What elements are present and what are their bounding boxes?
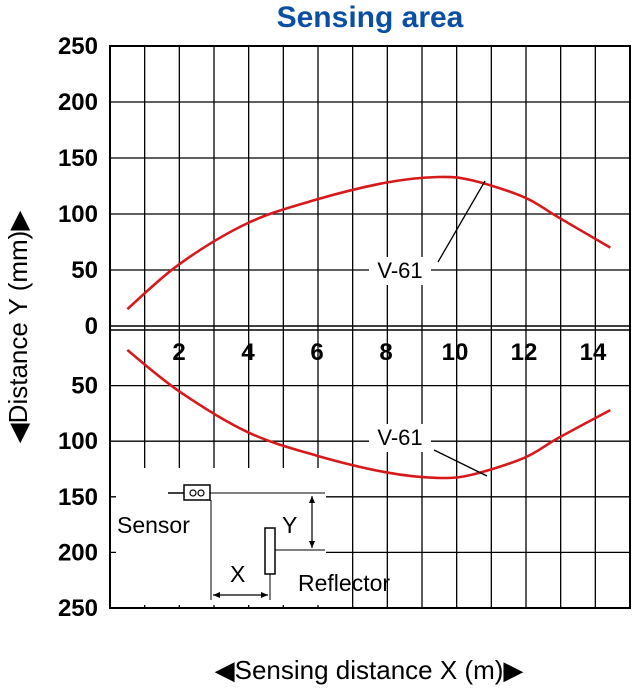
tick-label: 100 xyxy=(58,201,98,228)
y-axis-label: ◀Distance Y (mm)▶ xyxy=(3,211,33,444)
tick-label: 150 xyxy=(58,145,98,172)
tick-label: 150 xyxy=(58,484,98,511)
series-label-leader xyxy=(437,180,486,263)
sensor-label: Sensor xyxy=(117,512,190,538)
tick-label: 0 xyxy=(85,313,98,340)
x-axis-label: ◀Sensing distance X (m)▶ xyxy=(215,655,524,685)
series-line-lower xyxy=(126,348,611,480)
tick-label: 12 xyxy=(511,339,538,366)
y-dimension-label: Y xyxy=(282,512,297,538)
inset-background xyxy=(116,468,326,605)
tick-label: 250 xyxy=(58,595,98,622)
y-arrow-head-bottom xyxy=(309,541,315,548)
x-arrow-head-right xyxy=(261,592,268,598)
tick-label: 2 xyxy=(172,339,185,366)
x-arrow-head-left xyxy=(213,592,220,598)
sensor-icon xyxy=(183,484,211,501)
tick-label: 50 xyxy=(71,373,98,400)
tick-label: 50 xyxy=(71,257,98,284)
series-label: V-61 xyxy=(377,258,422,283)
tick-label: 14 xyxy=(580,339,607,366)
chart-title: Sensing area xyxy=(277,1,464,34)
series-label-leader xyxy=(433,449,488,477)
sensor-lens-icon xyxy=(197,489,205,497)
tick-label: 4 xyxy=(241,339,255,366)
tick-label: 250 xyxy=(58,33,98,60)
series-lines: V-61V-61 xyxy=(126,175,611,480)
series-label-background xyxy=(369,257,431,285)
inset-diagram: Sensor X Y Reflector xyxy=(116,468,390,605)
plot-frame xyxy=(109,45,631,609)
tick-label: 200 xyxy=(58,539,98,566)
series-label-background xyxy=(369,424,431,452)
tick-label: 6 xyxy=(310,339,323,366)
sensor-lens-icon xyxy=(189,489,197,497)
tick-label: 200 xyxy=(58,89,98,116)
y-arrow-head-top xyxy=(309,496,315,503)
reflector-label: Reflector xyxy=(298,570,390,596)
series-line-upper xyxy=(126,175,611,311)
y-tick-labels: 250 200 150 100 50 0 50 100 150 200 250 xyxy=(58,33,98,622)
tick-label: 8 xyxy=(379,339,392,366)
x-tick-labels: 2 4 6 8 10 12 14 xyxy=(172,339,607,366)
tick-label: 10 xyxy=(442,339,469,366)
x-dimension-label: X xyxy=(230,561,245,587)
series-label: V-61 xyxy=(377,425,422,450)
reflector-icon xyxy=(264,527,276,575)
tick-label: 100 xyxy=(58,428,98,455)
